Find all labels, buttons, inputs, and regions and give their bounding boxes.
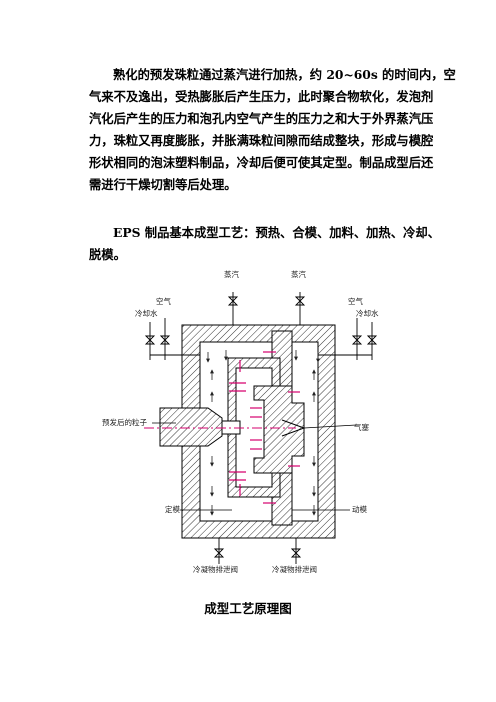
- paragraph-molding-process: 熟化的预发珠粒通过蒸汽进行加热，约 20~60s 的时间内，空 气来不及逸出，受…: [89, 64, 456, 196]
- condensate-drain-pipes: [213, 538, 302, 564]
- text-line: 汽化后产生的压力和泡孔内空气产生的压力之和大于外界蒸汽压: [89, 111, 434, 126]
- label-air-plug: 气塞: [354, 422, 369, 432]
- label-air-right: 空气: [348, 296, 363, 306]
- steam-pipes: [227, 292, 306, 325]
- text-line: EPS 制品基本成型工艺：预热、合模、加料、加热、冷却、: [113, 225, 440, 240]
- label-steam-left: 蒸汽: [224, 269, 239, 279]
- steam-vent-holes: [229, 351, 300, 504]
- steam-flow-arrows: [206, 350, 320, 516]
- label-air-left: 空气: [156, 296, 171, 306]
- text-line: 气来不及逸出，受热膨胀后产生压力，此时聚合物软化，发泡剂: [89, 89, 434, 104]
- fixed-mold-body: [227, 357, 281, 498]
- label-cooling-water-left: 冷却水: [135, 308, 158, 318]
- air-plug-leader: [303, 424, 357, 429]
- label-cooling-water-right: 冷却水: [356, 308, 379, 318]
- cooling-air-pipes-right: [318, 318, 378, 360]
- text-line: 力，珠粒又再度膨胀，并胀满珠粒间隙而结成整块，形成与模腔: [89, 133, 434, 148]
- cooling-air-pipes-left: [144, 318, 200, 360]
- label-drain-left: 冷凝物排泄阀: [193, 564, 238, 574]
- figure-caption: 成型工艺原理图: [204, 601, 292, 616]
- moving-mold-core: [253, 385, 305, 474]
- label-moving-mold: 动模: [352, 504, 367, 514]
- label-pre-expanded-beads: 预发后的粒子: [102, 417, 147, 427]
- text-line: 熟化的预发珠粒通过蒸汽进行加热，约 20~60s 的时间内，空: [113, 67, 456, 82]
- label-fixed-mold: 定模: [165, 504, 180, 514]
- text-line: 需进行干燥切割等后处理。: [89, 177, 237, 192]
- feed-nozzle: [159, 407, 223, 447]
- text-line: 脱模。: [89, 247, 126, 262]
- text-line: 形状相同的泡沫塑料制品，冷却后便可使其定型。制品成型后还: [89, 155, 434, 170]
- label-drain-right: 冷凝物排泄阀: [272, 564, 317, 574]
- paragraph-eps-steps: EPS 制品基本成型工艺：预热、合模、加料、加热、冷却、 脱模。: [89, 222, 440, 266]
- label-steam-right: 蒸汽: [291, 269, 306, 279]
